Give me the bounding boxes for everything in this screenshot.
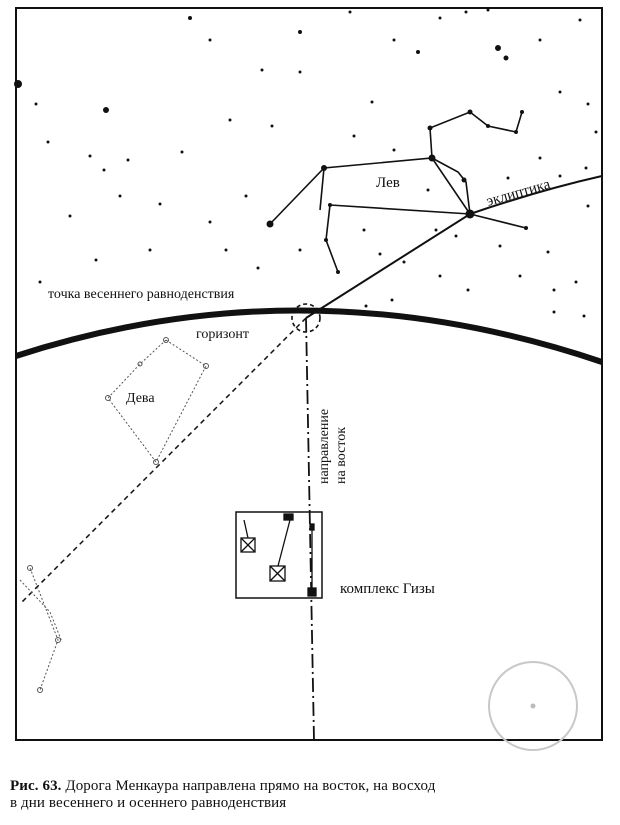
pyramid-khufu: [240, 519, 256, 553]
label-leo: Лев: [376, 175, 400, 191]
star: [38, 280, 42, 284]
star: [228, 118, 232, 122]
star: [466, 288, 470, 292]
star: [34, 102, 38, 106]
star: [352, 134, 356, 138]
star: [102, 168, 106, 172]
star: [298, 70, 302, 74]
label-giza-complex: комплекс Гизы: [340, 581, 435, 597]
star: [426, 188, 430, 192]
figure-frame: [15, 7, 603, 741]
scan-dot-artifact: [530, 703, 536, 709]
star: [538, 38, 542, 42]
star: [434, 228, 438, 232]
star: [224, 248, 228, 252]
star: [495, 45, 501, 51]
star: [270, 124, 274, 128]
star: [582, 314, 586, 318]
star: [208, 220, 212, 224]
star: [552, 288, 556, 292]
label-equinox-point: точка весеннего равноденствия: [48, 287, 235, 302]
star: [126, 158, 130, 162]
star: [506, 176, 510, 180]
star: [586, 102, 590, 106]
star: [103, 107, 109, 113]
star: [244, 194, 248, 198]
star: [574, 280, 578, 284]
horizon-line: [15, 307, 603, 365]
star: [188, 16, 192, 20]
star: [14, 80, 22, 88]
star: [298, 248, 302, 252]
star: [558, 90, 562, 94]
virgo-stars: [27, 337, 209, 693]
caption-line2: в дни весеннего и осеннего равноденствия: [10, 795, 287, 811]
star: [402, 260, 406, 264]
caption-number: Рис. 63.: [10, 778, 62, 794]
leo-stars: [266, 109, 528, 274]
star: [578, 18, 582, 22]
star: [208, 38, 212, 42]
star: [552, 310, 556, 314]
star: [392, 148, 396, 152]
label-east-direction-2: на восток: [334, 427, 349, 484]
star-field: [14, 8, 598, 318]
star: [558, 174, 562, 178]
star: [584, 166, 588, 170]
star: [594, 130, 598, 134]
pyramid-menkaure: [307, 523, 317, 597]
scan-circle-artifact: [488, 661, 578, 751]
star: [390, 298, 394, 302]
label-east-direction-1: направление: [317, 409, 332, 484]
star: [546, 250, 550, 254]
star: [586, 204, 590, 208]
diagram-figure: Лев эклиптика точка весеннего равноденст…: [14, 7, 603, 751]
star: [148, 248, 152, 252]
star: [503, 55, 509, 61]
star: [538, 156, 542, 160]
caption-line1: Дорога Менкаура направлена прямо на вост…: [65, 778, 436, 794]
pyramid-khafre: [269, 513, 294, 582]
star: [438, 274, 442, 278]
star: [364, 304, 368, 308]
star: [46, 140, 50, 144]
star: [486, 8, 490, 12]
star: [256, 266, 260, 270]
leo-constellation: [269, 111, 527, 273]
star: [518, 274, 522, 278]
star: [362, 228, 366, 232]
star: [118, 194, 122, 198]
star: [94, 258, 98, 262]
star: [498, 244, 502, 248]
star: [454, 234, 458, 238]
giza-box: [235, 511, 323, 599]
figure-caption: Рис. 63. Дорога Менкаура направлена прям…: [10, 778, 610, 812]
star: [68, 214, 72, 218]
star: [370, 100, 374, 104]
star: [416, 50, 420, 54]
star: [438, 16, 442, 20]
ecliptic-dashed-line: [19, 317, 307, 605]
label-virgo: Дева: [126, 391, 155, 406]
star: [180, 150, 184, 154]
star: [378, 252, 382, 256]
star: [260, 68, 264, 72]
ecliptic-line: [305, 175, 603, 319]
star: [464, 10, 468, 14]
star: [348, 10, 352, 14]
giza-complex: [235, 511, 323, 599]
star: [158, 202, 162, 206]
star: [392, 38, 396, 42]
label-ecliptic: эклиптика: [485, 176, 553, 210]
label-horizon: горизонт: [196, 327, 249, 342]
virgo-constellation: [19, 339, 207, 691]
star: [88, 154, 92, 158]
star: [298, 30, 302, 34]
